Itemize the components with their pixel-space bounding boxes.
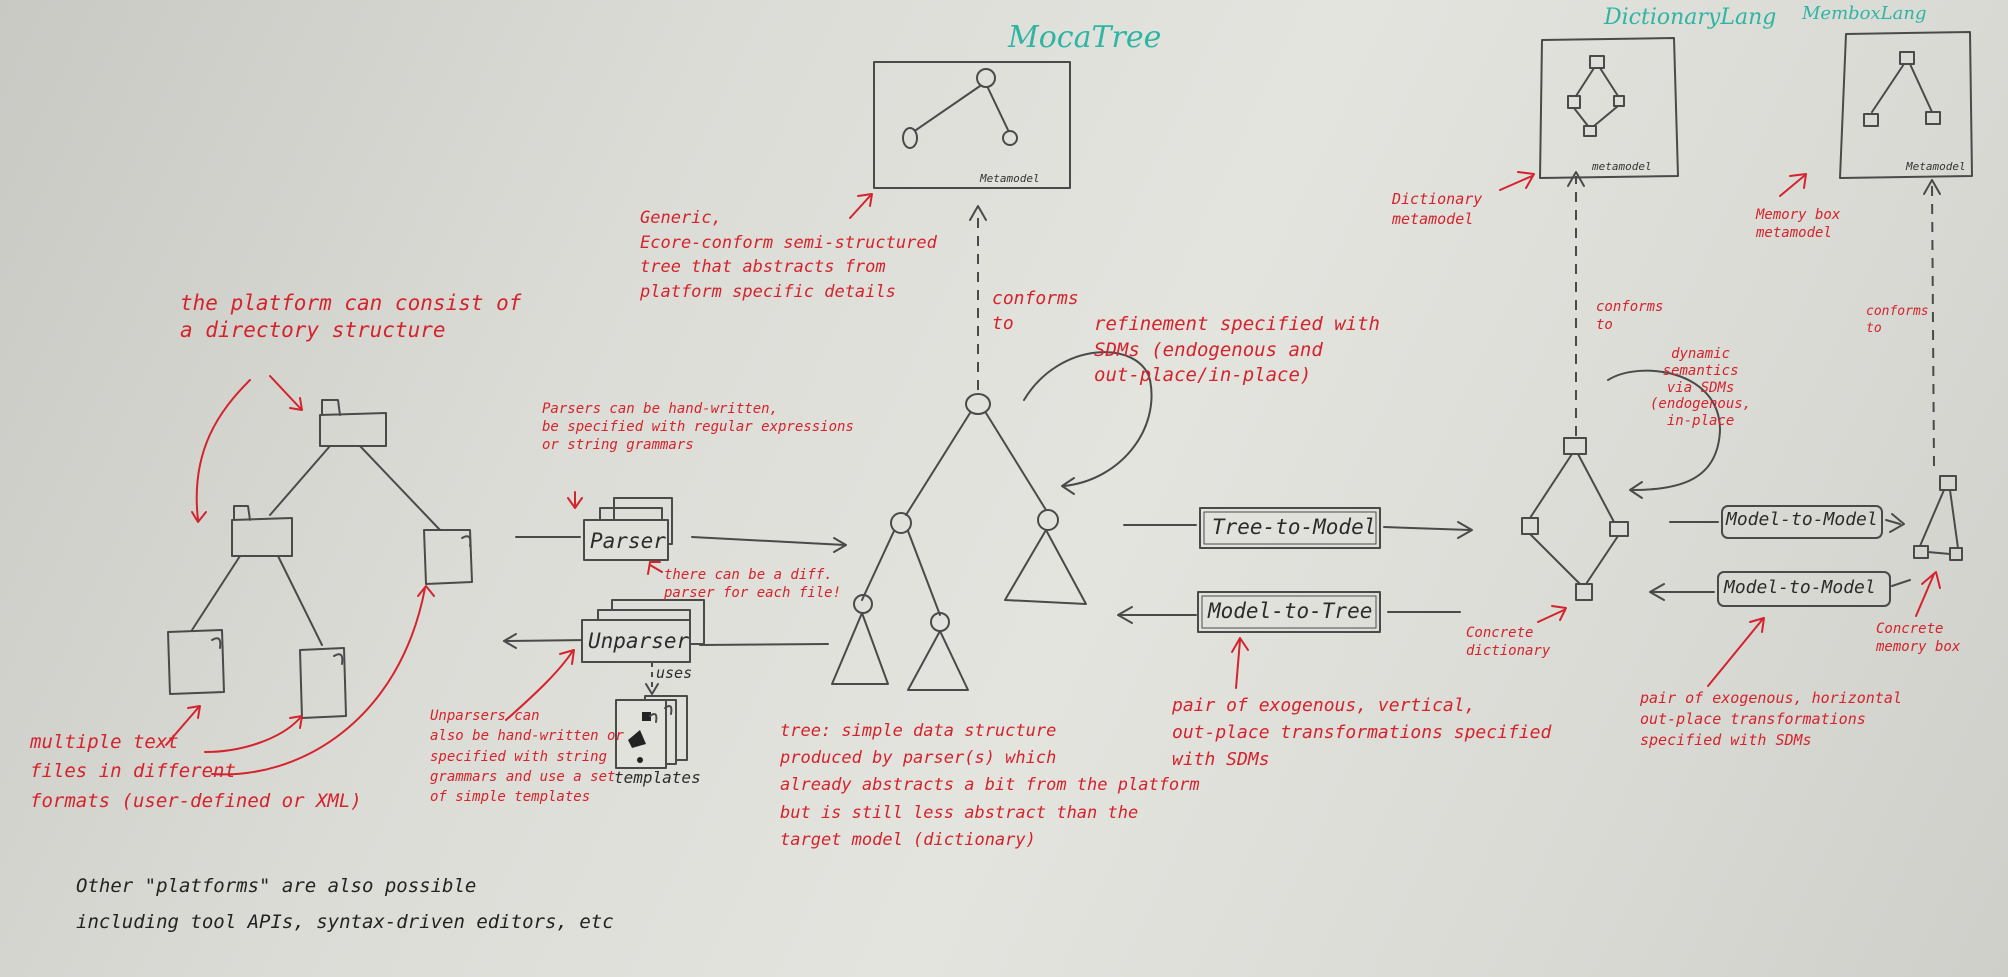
note-concrete-memory-box: Concrete memory box [1876,621,1961,656]
dictionary-metamodel [1499,37,1679,191]
note-dynamic-semantics: dynamic semantics via SDMs (endogenous, … [1650,346,1752,430]
heading-dictionary-lang: DictionaryLang [1604,5,1777,30]
note-memory-box-metamodel: Memory box metamodel [1756,207,1841,242]
note-pair-horizontal: pair of exogenous, horizontal out-place … [1640,689,1902,749]
note-text-files: multiple text files in different formats… [30,731,362,812]
transformations-right [1649,505,1911,687]
templates-icon [615,695,688,769]
directory-structure [165,375,473,776]
parser-stack [567,491,673,575]
model-to-tree-label: Model-to-Tree [1208,599,1373,623]
note-generic-tree: Generic, Ecore-conform semi-structured t… [640,208,937,302]
note-platform-directory: the platform can consist of a directory … [180,291,522,343]
transformations-center [1117,507,1473,689]
templates-label: templates [614,768,701,787]
membox-model [1913,179,1963,617]
model-to-model-bottom-label: Model-to-Model [1724,577,1876,598]
tree-to-model-label: Tree-to-Model [1212,515,1377,539]
dictionary-model [1521,171,1721,623]
moca-metamodel [849,61,1071,219]
heading-membox-lang: MemboxLang [1802,3,1927,24]
unparser-stack [505,599,705,721]
note-parsers: Parsers can be hand-written, be specifie… [542,401,854,454]
moca-tree [831,205,1153,691]
moca-metamodel-label: Metamodel [980,172,1040,185]
conforms-to-membox: conforms to [1866,304,1929,336]
dictionary-metamodel-label: metamodel [1592,160,1652,173]
conforms-to-moca: conforms to [992,288,1079,335]
conforms-to-dictionary: conforms to [1596,299,1664,334]
note-pair-vertical: pair of exogenous, vertical, out-place t… [1172,695,1552,770]
membox-metamodel-label: Metamodel [1906,160,1966,173]
parser-label: Parser [590,529,666,553]
note-other-platforms: Other "platforms" are also possible incl… [76,875,614,934]
unparser-label: Unparser [588,629,690,653]
note-dictionary-metamodel: Dictionary metamodel [1392,190,1483,228]
uses-label: uses [656,664,693,682]
note-tree: tree: simple data structure produced by … [780,721,1200,850]
membox-metamodel [1779,31,1973,197]
note-concrete-dictionary: Concrete dictionary [1466,625,1551,660]
note-unparsers: Unparsers can also be hand-written or sp… [430,708,624,806]
note-refinement: refinement specified with SDMs (endogeno… [1094,313,1380,387]
model-to-model-top-label: Model-to-Model [1726,509,1878,530]
note-diff-parser: there can be a diff. parser for each fil… [664,567,842,602]
heading-moca-tree: MocaTree [1008,20,1162,55]
